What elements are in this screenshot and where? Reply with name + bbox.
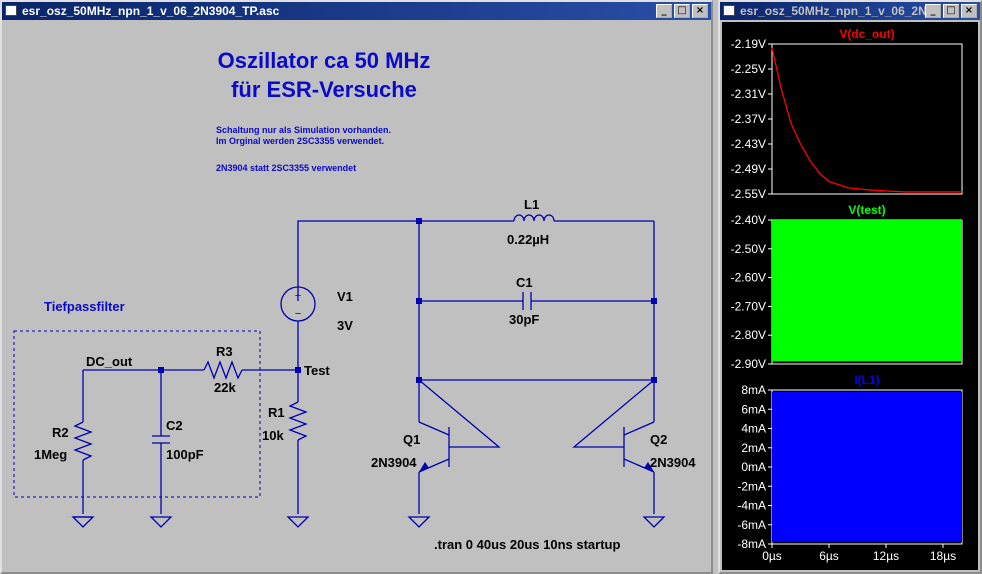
pane2-ytick-label: -2.90V xyxy=(731,357,766,371)
C2-value: 100pF xyxy=(166,447,204,462)
pane3-ytick-label: 6mA xyxy=(741,402,766,416)
R1-value: 10k xyxy=(262,428,284,443)
minimize-button[interactable]: _ xyxy=(656,4,672,18)
note-line1: Schaltung nur als Simulation vorhanden. xyxy=(216,125,391,135)
waveform-titlebar[interactable]: esr_osz_50MHz_npn_1_v_06_2N _ □ × xyxy=(720,2,980,20)
net-dc-out: DC_out xyxy=(86,354,133,369)
title-line2: für ESR-Versuche xyxy=(231,77,417,102)
waveform-window-title: esr_osz_50MHz_npn_1_v_06_2N xyxy=(740,4,927,18)
pane2-ytick-label: -2.70V xyxy=(731,299,766,313)
waveform-plot-area[interactable]: V(dc_out) -2.19V -2.25V -2.31V -2.37V -2.43V -… xyxy=(722,22,978,570)
pane2-ytick-label: -2.40V xyxy=(731,213,766,227)
pane1-trace xyxy=(771,48,962,193)
pane3-ytick-label: 2mA xyxy=(741,441,766,455)
minimize-button[interactable]: _ xyxy=(925,4,941,18)
Q2-name: Q2 xyxy=(650,432,667,447)
R3-name: R3 xyxy=(216,344,233,359)
V1-name: V1 xyxy=(337,289,353,304)
schematic-titlebar[interactable]: esr_osz_50MHz_npn_1_v_06_2N3904_TP.asc _… xyxy=(2,2,711,20)
pane2-ytick-label: -2.50V xyxy=(731,242,766,256)
filter-label: Tiefpassfilter xyxy=(44,299,125,314)
L1-value: 0.22µH xyxy=(507,232,549,247)
xtick-label: 18µs xyxy=(930,549,956,563)
ground-symbol xyxy=(71,516,95,528)
net-test: Test xyxy=(304,363,330,378)
xtick-label: 12µs xyxy=(873,549,899,563)
schematic-window[interactable]: esr_osz_50MHz_npn_1_v_06_2N3904_TP.asc _… xyxy=(0,0,713,574)
xtick-label: 0µs xyxy=(762,549,782,563)
pane1-ytick-label: -2.43V xyxy=(731,137,766,151)
waveform-app-icon xyxy=(723,5,735,16)
close-button[interactable]: × xyxy=(692,4,708,18)
waveform-window[interactable]: esr_osz_50MHz_npn_1_v_06_2N _ □ × V(dc_o… xyxy=(718,0,982,574)
pane3-ytick-label: -6mA xyxy=(737,518,766,532)
pane3-ytick-label: -8mA xyxy=(737,537,766,551)
Q1-name: Q1 xyxy=(403,432,420,447)
svg-text:+: + xyxy=(295,290,301,302)
R2-value: 1Meg xyxy=(34,447,67,462)
pane3-ytick-label: -4mA xyxy=(737,499,766,513)
schematic-app-icon xyxy=(5,5,17,16)
R2-name: R2 xyxy=(52,425,69,440)
pane3-ytick-label: 0mA xyxy=(741,460,766,474)
svg-text:−: − xyxy=(295,308,301,320)
schematic-canvas[interactable]: + − Oszillator ca 50 MHz für ESR-Versuch… xyxy=(4,22,709,570)
R1-name: R1 xyxy=(268,405,285,420)
V1-value: 3V xyxy=(337,318,353,333)
pane2-ytick-label: -2.80V xyxy=(731,328,766,342)
pane1-ytick-label: -2.55V xyxy=(731,187,766,201)
R3-value: 22k xyxy=(214,380,236,395)
pane1-frame xyxy=(771,43,963,195)
note-line2: Im Orginal werden 2SC3355 verwendet. xyxy=(216,136,384,146)
C2-name: C2 xyxy=(166,418,183,433)
pane3-trace xyxy=(772,391,962,543)
pane1-trace-label: V(dc_out) xyxy=(839,27,894,41)
inductor-L1 xyxy=(513,214,555,222)
pane2-ytick-label: -2.60V xyxy=(731,271,766,285)
C1-name: C1 xyxy=(516,275,533,290)
note-line3: 2N3904 statt 2SC3355 verwendet xyxy=(216,163,356,173)
pane3-ytick-label: -2mA xyxy=(737,479,766,493)
pane2-trace-label: V(test) xyxy=(848,203,885,217)
title-line1: Oszillator ca 50 MHz xyxy=(218,48,431,73)
pane3-trace-label: I(L1) xyxy=(854,373,879,387)
Q1-value: 2N3904 xyxy=(371,455,417,470)
pane2-trace xyxy=(772,220,962,362)
pane1-ytick-label: -2.37V xyxy=(731,112,766,126)
pane1-ytick-label: -2.31V xyxy=(731,87,766,101)
C1-value: 30pF xyxy=(509,312,539,327)
maximize-button[interactable]: □ xyxy=(943,4,959,18)
pane3-ytick-label: 8mA xyxy=(741,383,766,397)
Q2-value: 2N3904 xyxy=(650,455,696,470)
pane1-ytick-label: -2.19V xyxy=(731,37,766,51)
spice-directive[interactable]: .tran 0 40us 20us 10ns startup xyxy=(434,537,620,552)
xtick-label: 6µs xyxy=(819,549,839,563)
pane3-ytick-label: 4mA xyxy=(741,422,766,436)
schematic-window-title: esr_osz_50MHz_npn_1_v_06_2N3904_TP.asc xyxy=(22,4,280,18)
pane1-ytick-label: -2.49V xyxy=(731,162,766,176)
maximize-button[interactable]: □ xyxy=(674,4,690,18)
close-button[interactable]: × xyxy=(961,4,977,18)
pane1-ytick-label: -2.25V xyxy=(731,62,766,76)
L1-name: L1 xyxy=(524,197,539,212)
